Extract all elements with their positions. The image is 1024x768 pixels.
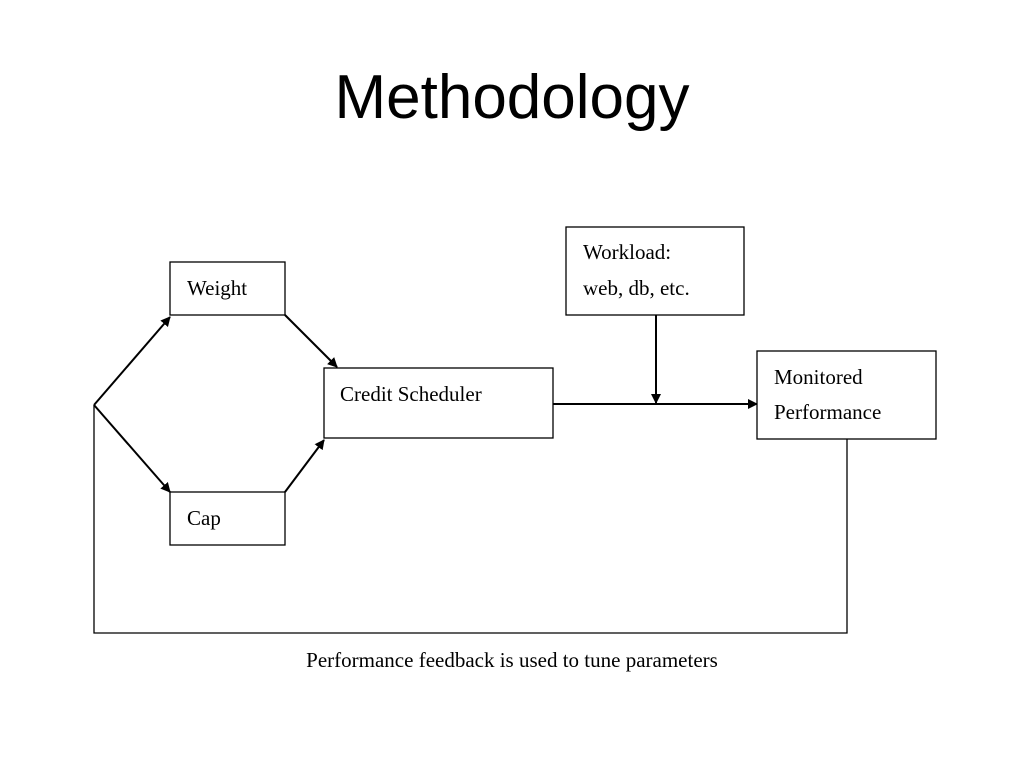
monitored-performance-node: Monitored Performance (756, 350, 937, 440)
feedback-loop-line (93, 405, 848, 634)
workload-node: Workload: web, db, etc. (565, 226, 745, 316)
weight-node: Weight (169, 261, 286, 316)
cap-node: Cap (169, 491, 286, 546)
credit-scheduler-node: Credit Scheduler (323, 367, 554, 439)
credit-scheduler-label: Credit Scheduler (340, 382, 482, 406)
arrow-weight-to-scheduler (284, 314, 338, 368)
slide-title: Methodology (334, 63, 690, 132)
arrow-origin-to-cap (93, 404, 171, 493)
workload-label-line1: Workload: (583, 240, 671, 264)
arrow-cap-to-scheduler (284, 439, 325, 493)
weight-label: Weight (187, 276, 247, 300)
monitored-performance-label-line1: Monitored (774, 365, 863, 389)
arrow-origin-to-weight (93, 316, 171, 406)
cap-label: Cap (187, 506, 221, 530)
feedback-caption: Performance feedback is used to tune par… (306, 648, 718, 672)
workload-label-line2: web, db, etc. (583, 276, 690, 300)
monitored-performance-label-line2: Performance (774, 400, 881, 424)
